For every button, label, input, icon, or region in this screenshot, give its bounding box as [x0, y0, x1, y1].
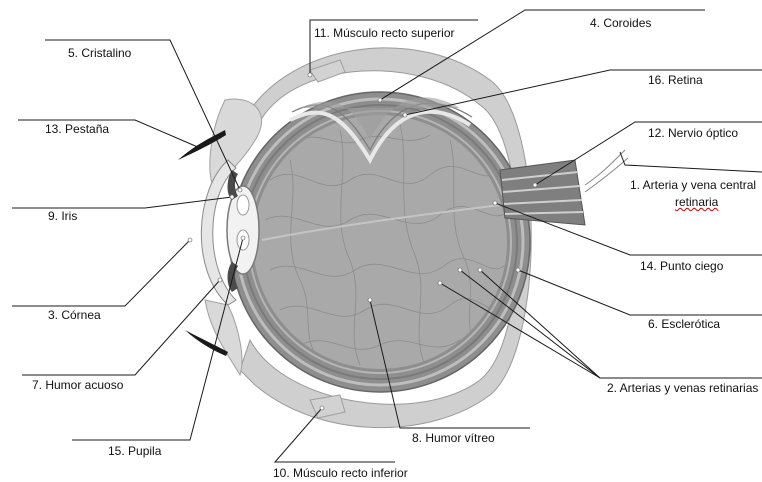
label-humor-acuoso: 7. Humor acuoso: [32, 378, 123, 392]
label-cornea: 3. Córnea: [48, 308, 101, 322]
label-punto-ciego: 14. Punto ciego: [640, 259, 723, 273]
label-pupila: 15. Pupila: [108, 444, 161, 458]
leader-arteria-central: [620, 152, 762, 172]
label-arteria-central-line2: retinaria: [675, 195, 718, 209]
leader-cornea: [12, 240, 190, 306]
label-iris: 9. Iris: [48, 209, 77, 223]
label-musculo-superior: 11. Músculo recto superior: [314, 26, 455, 40]
label-arteria-central-line1: 1. Arteria y vena central: [630, 178, 762, 192]
label-humor-vitreo: 8. Humor vítreo: [412, 431, 495, 445]
label-cristalino: 5. Cristalino: [68, 46, 131, 60]
label-coroides: 4. Coroides: [590, 16, 651, 30]
label-nervio-optico: 12. Nervio óptico: [648, 126, 738, 140]
label-musculo-inferior: 10. Músculo recto inferior: [273, 466, 408, 480]
leader-iris: [12, 197, 232, 208]
label-pestana: 13. Pestaña: [45, 122, 109, 136]
label-esclerotica: 6. Esclerótica: [648, 317, 720, 331]
leader-humor-acuoso: [22, 280, 220, 375]
leader-esclerotica: [518, 270, 762, 315]
label-arterias-retinarias: 2. Arterias y venas retinarias: [607, 381, 762, 395]
label-retina: 16. Retina: [648, 73, 703, 87]
